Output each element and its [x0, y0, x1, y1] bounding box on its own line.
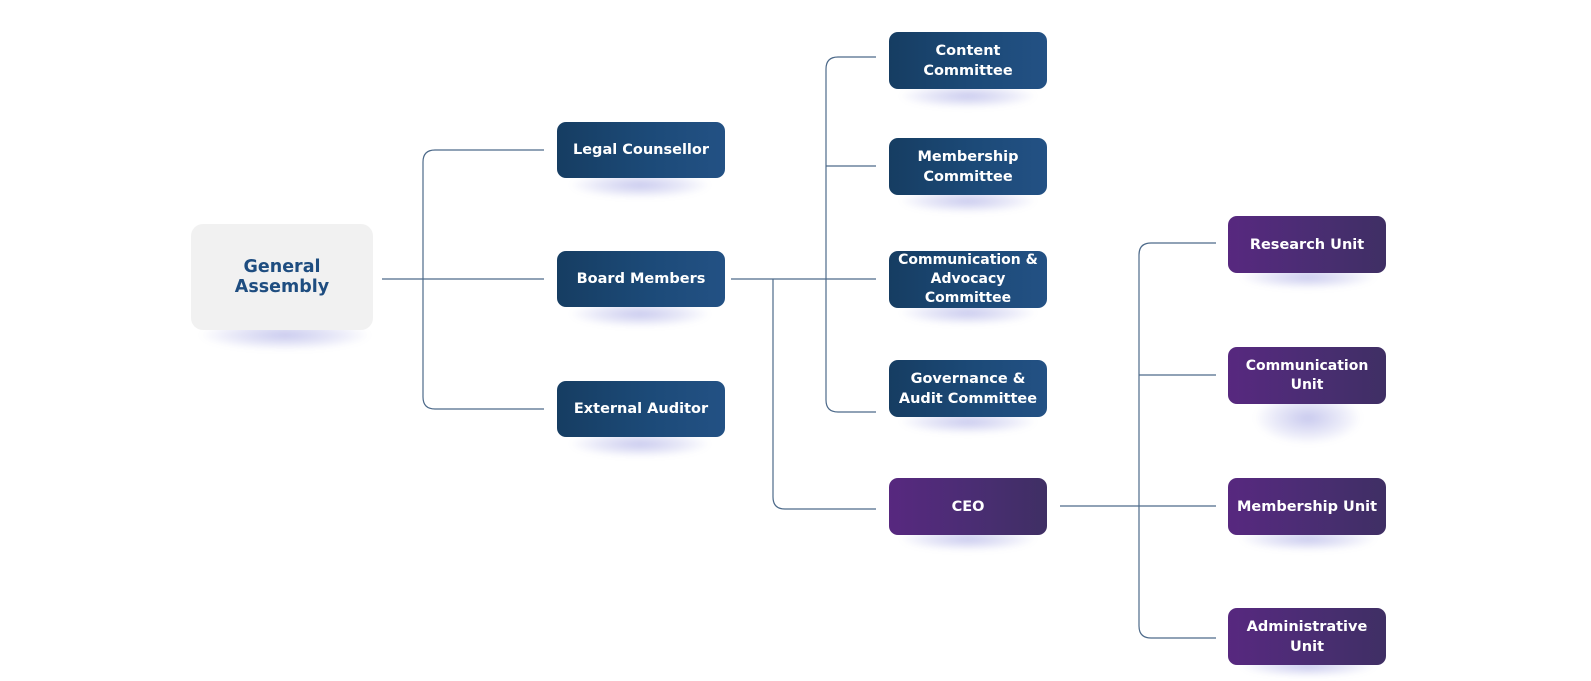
- node-legal-counsellor: Legal Counsellor: [557, 122, 725, 178]
- node-communication-unit: Communication Unit: [1228, 347, 1386, 404]
- node-research-unit: Research Unit: [1228, 216, 1386, 273]
- node-communication-advocacy-committee: Communication & Advocacy Committee: [889, 251, 1047, 308]
- connector-general-assembly-bracket: [422, 149, 544, 410]
- connector-board-members-ceo: [772, 279, 876, 510]
- connector-committees-bracket: [825, 56, 876, 413]
- node-membership-unit: Membership Unit: [1228, 478, 1386, 535]
- connector-units-bracket: [1138, 242, 1216, 639]
- node-general-assembly: General Assembly: [191, 224, 373, 330]
- node-administrative-unit: Administrative Unit: [1228, 608, 1386, 665]
- node-ceo: CEO: [889, 478, 1047, 535]
- node-board-members: Board Members: [557, 251, 725, 307]
- node-governance-audit-committee: Governance & Audit Committee: [889, 360, 1047, 417]
- node-content-committee: Content Committee: [889, 32, 1047, 89]
- node-external-auditor: External Auditor: [557, 381, 725, 437]
- node-membership-committee: Membership Committee: [889, 138, 1047, 195]
